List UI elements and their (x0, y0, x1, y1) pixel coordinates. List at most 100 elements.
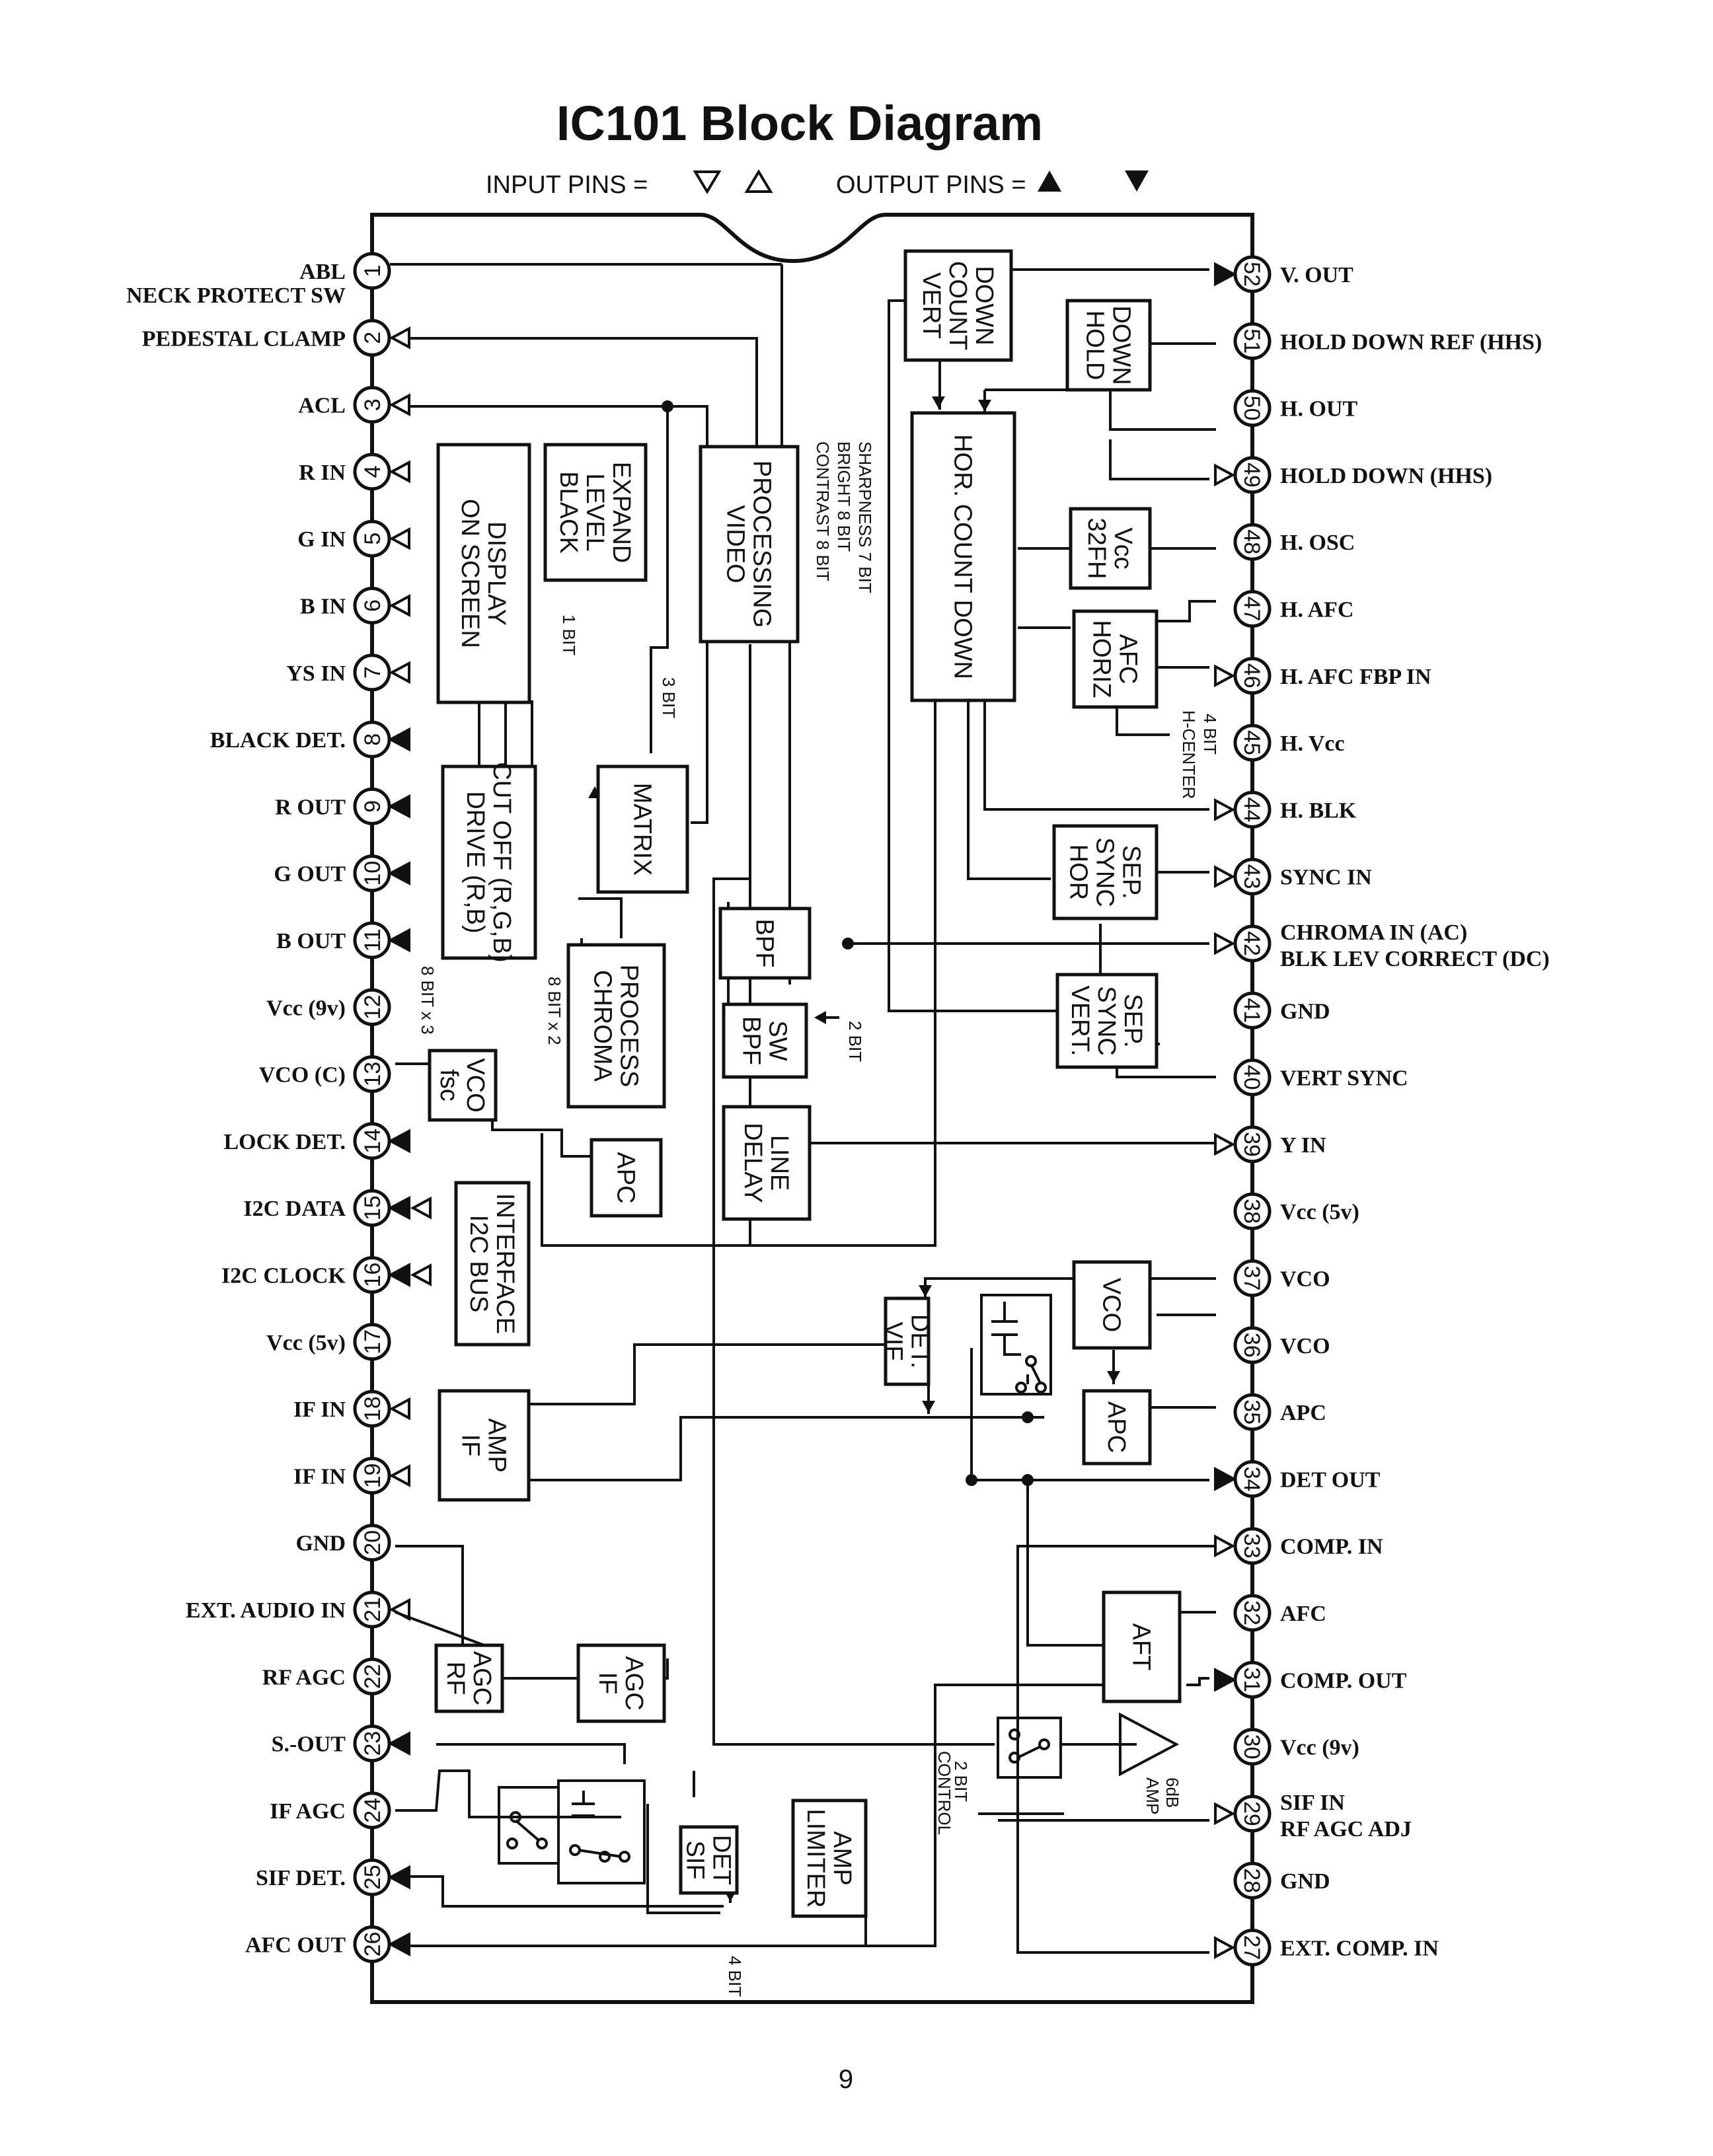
pin-number: 38 (1239, 1199, 1264, 1224)
output-arrow-icon (1214, 1467, 1237, 1491)
pin-label: I2C CLOCK (221, 1264, 346, 1288)
block-box (428, 1049, 498, 1122)
pin-number: 35 (1239, 1399, 1264, 1425)
pin-number: 26 (360, 1932, 385, 1957)
block-label-line: DISPLAY (482, 521, 510, 626)
pin-label: SYNC IN (1280, 866, 1372, 890)
pin-label: Y IN (1280, 1133, 1326, 1158)
pin-number: 3 (360, 398, 385, 411)
pin-number: 1 (360, 265, 385, 278)
block-label-line: AMP (483, 1418, 511, 1472)
annotation-bright: BRIGHT 8 BIT (834, 441, 854, 552)
input-arrow-icon (410, 1196, 432, 1220)
pin-number: 44 (1239, 797, 1264, 822)
pin-label: ACL (298, 394, 346, 418)
annotation-bit2bpf: 2 BIT (845, 1021, 865, 1062)
pin-4: 4R IN (299, 453, 410, 491)
pin-label: RF AGC (262, 1665, 346, 1690)
pin-label: G OUT (274, 862, 346, 887)
output-arrow-icon (387, 1865, 410, 1890)
input-arrow-icon (389, 527, 410, 550)
legend-output-label: OUTPUT PINS = (836, 171, 1026, 199)
pin-circle (1233, 523, 1272, 561)
input-arrow-icon (1214, 932, 1236, 955)
chip-outline (370, 213, 1254, 2004)
pin-number: 4 (360, 465, 385, 478)
pin-circle (353, 1791, 391, 1830)
pin-label: G IN (297, 527, 346, 552)
block-label-line: BPF (751, 919, 779, 968)
pin-label: EXT. COMP. IN (1280, 1937, 1439, 1961)
input-pin-down-icon (693, 170, 722, 194)
block-label-line: Vcc (1109, 527, 1137, 569)
block-label-line: LEVEL (581, 473, 609, 551)
pin-number: 32 (1239, 1600, 1264, 1625)
pin-label: Vcc (9v) (266, 996, 346, 1020)
signal-arrow-icon (919, 1285, 932, 1297)
pin-circle (1233, 1192, 1272, 1230)
junction-dot (966, 1474, 977, 1486)
pin-label: H. OUT (1280, 397, 1357, 422)
page-number: 9 (839, 2065, 853, 2094)
pin-circle (353, 1524, 391, 1562)
pin-number: 19 (360, 1463, 385, 1488)
pin-number: 27 (1239, 1935, 1264, 1960)
block-label-line: INTERFACE (491, 1193, 519, 1334)
pin-label: Vcc (9v) (1280, 1736, 1359, 1760)
pin-label-secondary: NECK PROTECT SW (126, 283, 346, 308)
pin-label: HOLD DOWN REF (HHS) (1280, 330, 1542, 354)
input-arrow-icon (389, 594, 410, 617)
annotation-control: CONTROL (934, 1751, 954, 1835)
pin-7: 7YS IN (286, 653, 410, 692)
pin-number: 37 (1239, 1266, 1264, 1291)
block-box (903, 249, 1013, 362)
annotation-bit4sif: 4 BIT (725, 1956, 745, 1997)
output-arrow-icon (1214, 1667, 1237, 1692)
annotation-amp: AMP (1143, 1777, 1162, 1814)
block-apcr: APC (1082, 1389, 1152, 1466)
block-box (1072, 1260, 1152, 1350)
pin-circle (1233, 1326, 1272, 1364)
pin-9: 9R OUT (275, 787, 410, 825)
pin-number: 42 (1239, 931, 1264, 956)
block-label-line: VCO (461, 1058, 489, 1112)
pin-circle (1233, 1861, 1272, 1900)
block-box (434, 1643, 504, 1713)
block-label-line: HOR (1065, 844, 1092, 900)
pin-11: 11B OUT (276, 921, 410, 959)
block-label-line: HORIZ (1088, 620, 1116, 698)
pin-number: 33 (1239, 1534, 1264, 1559)
block-label-line: APC (612, 1152, 640, 1203)
block-box (596, 764, 689, 894)
pin-number: 43 (1239, 864, 1264, 889)
block-label-line: AFC (1114, 634, 1142, 685)
pin-label: Vcc (5v) (266, 1331, 346, 1355)
block-label-line: CHROMA (589, 970, 617, 1082)
block-label: DRIVE (R,B)CUT OFF (R,G,B) (461, 762, 515, 962)
pin-circle (1233, 1594, 1272, 1632)
pin-number: 14 (360, 1129, 385, 1154)
pin-circle (1233, 1259, 1272, 1297)
annotation-bit4h: 4 BIT (1200, 714, 1220, 755)
pin-circle (353, 1323, 391, 1361)
pin-label: B OUT (276, 929, 346, 953)
block-label-line: PROCESSING (748, 461, 776, 628)
block-label-line: AGC (468, 1651, 496, 1705)
pin-1-secondary: NECK PROTECT SW (126, 283, 346, 308)
pin-23: 23S.-OUT (272, 1725, 410, 1763)
pin-number: 12 (360, 994, 385, 1020)
block-box (791, 1799, 868, 1918)
